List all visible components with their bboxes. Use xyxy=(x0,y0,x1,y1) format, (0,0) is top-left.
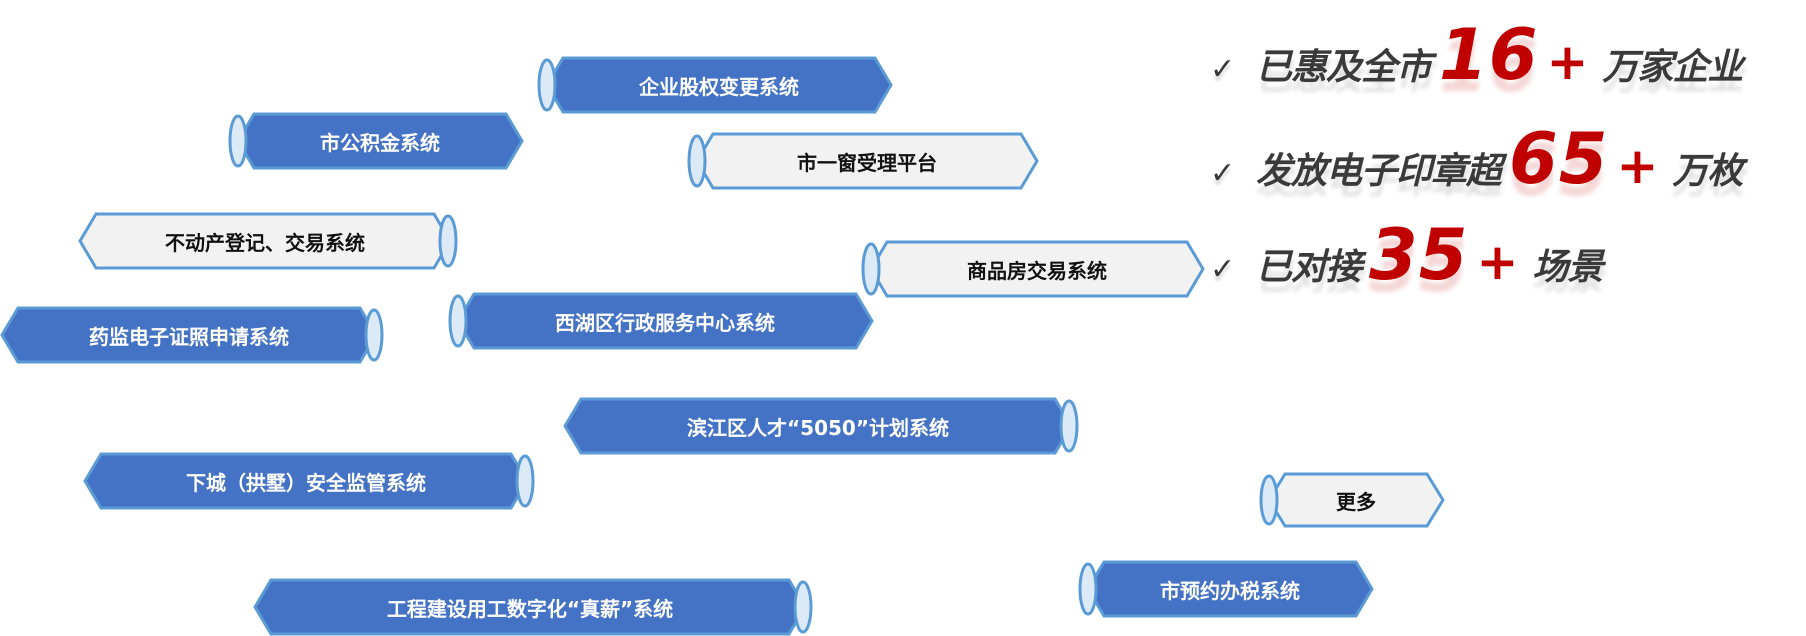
tag-shape xyxy=(448,292,874,350)
tag-end-cap xyxy=(228,114,248,168)
tag-shape xyxy=(1078,560,1374,618)
checkmark-icon: ✓ xyxy=(1210,156,1236,191)
stat-plus: + xyxy=(1476,233,1519,291)
stat-enterprises: ✓ 已惠及全市 16 + 万家企业 xyxy=(1210,14,1743,96)
tag-shape xyxy=(253,578,813,636)
stat-number: 35 xyxy=(1369,214,1469,296)
tag-shape xyxy=(78,212,458,270)
system-tag-label: 市一窗受理平台 xyxy=(797,150,937,175)
system-tag-more: 更多 xyxy=(1259,472,1445,528)
tag-end-cap xyxy=(438,214,458,268)
system-tag-one-window-platform: 市一窗受理平台 xyxy=(687,132,1039,190)
tag-shape xyxy=(687,132,1039,190)
system-tag-label: 更多 xyxy=(1336,489,1376,514)
system-tag-xiacheng-safety: 下城（拱墅）安全监管系统 xyxy=(83,452,536,510)
system-tag-label: 不动产登记、交易系统 xyxy=(165,230,365,255)
stat-suffix: 万家企业 xyxy=(1602,47,1743,88)
stat-number: 16 xyxy=(1439,14,1539,96)
tag-end-cap xyxy=(687,134,707,188)
system-tag-label: 工程建设用工数字化“真薪”系统 xyxy=(386,596,674,621)
stat-scenarios: ✓ 已对接 35 + 场景 xyxy=(1210,214,1603,296)
tag-end-cap xyxy=(515,454,535,508)
tag-shape xyxy=(0,306,384,364)
stat-suffix: 万枚 xyxy=(1672,151,1743,192)
checkmark-icon: ✓ xyxy=(1210,252,1236,287)
stat-plus: + xyxy=(1616,137,1659,195)
system-tag-xihu-admin-service: 西湖区行政服务中心系统 xyxy=(448,292,874,350)
stat-seals: ✓ 发放电子印章超 65 + 万枚 xyxy=(1210,118,1743,200)
system-tag-label: 下城（拱墅）安全监管系统 xyxy=(186,470,426,495)
tag-body xyxy=(563,397,1073,455)
tag-end-cap xyxy=(1078,562,1098,616)
stat-prefix: 发放电子印章超 xyxy=(1256,151,1502,192)
tag-end-cap xyxy=(1259,474,1279,526)
stat-prefix: 已对接 xyxy=(1256,247,1362,288)
tag-shape xyxy=(861,240,1205,298)
system-tag-commercial-housing: 商品房交易系统 xyxy=(861,240,1205,298)
system-tag-binjiang-talent: 滨江区人才“5050”计划系统 xyxy=(563,397,1080,455)
system-tag-label: 市预约办税系统 xyxy=(1160,578,1300,603)
system-tag-label: 药监电子证照申请系统 xyxy=(89,324,289,349)
system-tag-label: 滨江区人才“5050”计划系统 xyxy=(687,415,949,440)
stats-panel: ✓ 已惠及全市 16 + 万家企业 ✓ 发放电子印章超 65 + 万枚 ✓ 已对… xyxy=(1210,0,1806,320)
system-tag-wage-digitization: 工程建设用工数字化“真薪”系统 xyxy=(253,578,814,636)
tag-end-cap xyxy=(364,308,384,362)
system-tag-drug-license: 药监电子证照申请系统 xyxy=(0,306,385,364)
tag-end-cap xyxy=(537,58,557,112)
stat-number: 65 xyxy=(1509,118,1609,200)
system-tag-housing-fund: 市公积金系统 xyxy=(228,112,524,170)
tag-shape xyxy=(537,56,893,114)
tag-shape xyxy=(1259,472,1445,528)
stat-suffix: 场景 xyxy=(1532,247,1603,288)
tag-end-cap xyxy=(1059,399,1079,453)
system-tag-label: 西湖区行政服务中心系统 xyxy=(555,310,775,335)
system-tag-label: 商品房交易系统 xyxy=(967,258,1107,283)
tag-body xyxy=(253,578,807,636)
tag-shape xyxy=(228,112,524,170)
checkmark-icon: ✓ xyxy=(1210,52,1236,87)
stat-plus: + xyxy=(1546,33,1589,91)
tag-shape xyxy=(83,452,535,510)
stat-prefix: 已惠及全市 xyxy=(1256,47,1432,88)
tag-shape xyxy=(563,397,1079,455)
tag-end-cap xyxy=(793,580,813,634)
system-tag-enterprise-equity: 企业股权变更系统 xyxy=(537,56,893,114)
system-tag-tax-appointment: 市预约办税系统 xyxy=(1078,560,1374,618)
tag-body xyxy=(0,306,378,364)
system-tag-label: 企业股权变更系统 xyxy=(639,74,799,99)
tag-end-cap xyxy=(861,242,881,296)
system-tag-label: 市公积金系统 xyxy=(320,130,440,155)
tag-body xyxy=(83,452,529,510)
tag-body xyxy=(78,212,452,270)
system-tag-real-estate-registration: 不动产登记、交易系统 xyxy=(78,212,459,270)
tag-end-cap xyxy=(448,294,468,348)
